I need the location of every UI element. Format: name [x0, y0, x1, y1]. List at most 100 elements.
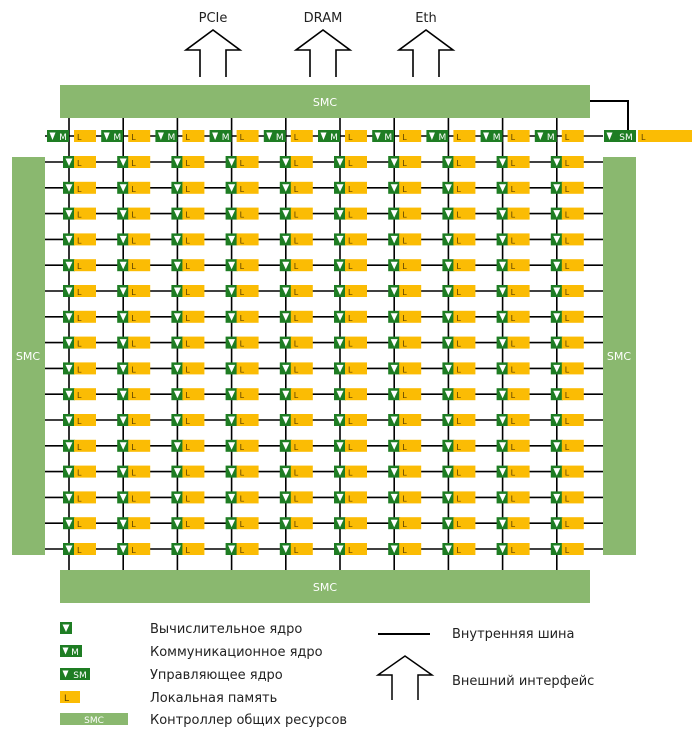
- local-memory-block: [182, 414, 205, 426]
- local-memory-block: [128, 517, 151, 530]
- compute-triangle-icon: [390, 519, 398, 528]
- local-memory-block-letter: L: [240, 340, 245, 349]
- local-memory-block-letter: L: [402, 469, 407, 478]
- smc-left-label: SMC: [16, 350, 40, 363]
- compute-core-node: L: [334, 439, 367, 452]
- local-memory-block: [399, 130, 422, 142]
- compute-triangle-icon: [65, 210, 73, 218]
- compute-core-node: L: [550, 491, 584, 504]
- local-memory-block-letter: L: [77, 520, 82, 529]
- local-memory-block-letter: L: [294, 262, 299, 271]
- compute-core-node: L: [496, 285, 530, 297]
- interface-arrow-3: [396, 29, 456, 77]
- compute-core-node: L: [334, 285, 367, 297]
- local-memory-block-letter: L: [402, 494, 407, 503]
- local-memory-block-letter: L: [294, 469, 299, 478]
- local-memory-block-letter: L: [402, 236, 407, 245]
- compute-triangle-icon: [173, 210, 181, 218]
- compute-triangle-icon: [553, 313, 561, 321]
- local-memory-block: [561, 362, 584, 375]
- compute-triangle-icon: [444, 184, 452, 192]
- compute-core-node: L: [442, 259, 476, 272]
- local-memory-block: [128, 465, 151, 478]
- local-memory-block: [507, 414, 530, 426]
- comm-core-letter: M: [113, 133, 121, 143]
- local-memory-block-letter: L: [240, 314, 245, 323]
- compute-triangle-icon: [336, 468, 344, 476]
- local-memory-block-letter: L: [511, 494, 516, 503]
- local-memory-block: [561, 543, 584, 555]
- local-memory-block: [399, 439, 422, 452]
- compute-triangle-icon: [228, 519, 236, 528]
- compute-core-node: L: [171, 439, 205, 452]
- local-memory-block: [74, 491, 96, 504]
- local-memory-block: [399, 491, 422, 504]
- local-memory-block-letter: L: [456, 133, 461, 142]
- compute-core-node: L: [550, 181, 584, 194]
- local-memory-block: [345, 285, 367, 297]
- compute-core-node: L: [63, 465, 96, 478]
- compute-core-node: L: [388, 207, 422, 220]
- comm-core-letter: M: [493, 133, 501, 143]
- compute-triangle-icon: [553, 442, 561, 450]
- local-memory-block-letter: L: [456, 340, 461, 349]
- local-memory-block-letter: L: [565, 417, 570, 426]
- legend-compute-core-text: Вычислительное ядро: [150, 622, 302, 637]
- local-memory-block-letter: L: [77, 469, 82, 478]
- local-memory-block-letter: L: [402, 391, 407, 400]
- legend-mgmt-core-icon: SM: [60, 668, 90, 681]
- compute-core-node: L: [225, 439, 259, 452]
- local-memory-block-letter: L: [348, 469, 353, 478]
- local-memory-block-letter: L: [240, 211, 245, 220]
- local-memory-block: [507, 130, 530, 142]
- compute-core-node: L: [279, 439, 313, 452]
- compute-triangle-icon: [228, 184, 236, 192]
- compute-triangle-icon: [390, 313, 398, 321]
- compute-core-node: L: [225, 388, 259, 401]
- local-memory-block-letter: L: [511, 211, 516, 220]
- compute-core-node: L: [550, 517, 584, 530]
- local-memory-block-letter: L: [565, 288, 570, 297]
- compute-core-node: L: [225, 465, 259, 478]
- compute-triangle-icon: [499, 545, 507, 553]
- local-memory-block-letter: L: [348, 314, 353, 323]
- local-memory-block-letter: L: [131, 211, 136, 220]
- compute-triangle-icon: [553, 158, 561, 166]
- compute-triangle-icon: [553, 184, 561, 192]
- compute-triangle-icon: [499, 313, 507, 321]
- compute-core-node: L: [496, 439, 530, 452]
- local-memory-block: [561, 207, 584, 220]
- local-memory-block-letter: L: [511, 340, 516, 349]
- local-memory-block: [399, 181, 422, 194]
- compute-core-node: L: [550, 439, 584, 452]
- local-memory-block: [399, 336, 422, 349]
- compute-core-node: L: [334, 310, 367, 323]
- compute-core-node: L: [225, 414, 259, 426]
- compute-core-node: L: [496, 310, 530, 323]
- interface-labels: PCIe DRAM Eth: [199, 11, 437, 26]
- compute-core-node: L: [63, 310, 96, 323]
- compute-triangle-icon: [282, 210, 290, 218]
- local-memory-block-letter: L: [131, 314, 136, 323]
- comm-core-letter: M: [439, 133, 447, 143]
- compute-triangle-icon: [65, 184, 73, 192]
- compute-triangle-icon: [212, 132, 219, 140]
- local-memory-block-letter: L: [131, 340, 136, 349]
- compute-triangle-icon: [336, 364, 344, 373]
- compute-core-node: L: [279, 310, 313, 323]
- local-memory-block-letter: L: [402, 365, 407, 374]
- compute-triangle-icon: [65, 313, 73, 321]
- local-memory-block: [236, 130, 259, 142]
- local-memory-block: [507, 310, 530, 323]
- local-memory-block: [453, 517, 476, 530]
- compute-triangle-icon: [173, 235, 181, 244]
- compute-triangle-icon: [173, 493, 181, 502]
- local-memory-block: [453, 130, 476, 142]
- local-memory-block: [507, 388, 530, 401]
- local-memory-block-letter: L: [294, 417, 299, 426]
- local-memory-block: [507, 207, 530, 220]
- local-memory-block-letter: L: [185, 288, 190, 297]
- local-memory-block-letter: L: [348, 417, 353, 426]
